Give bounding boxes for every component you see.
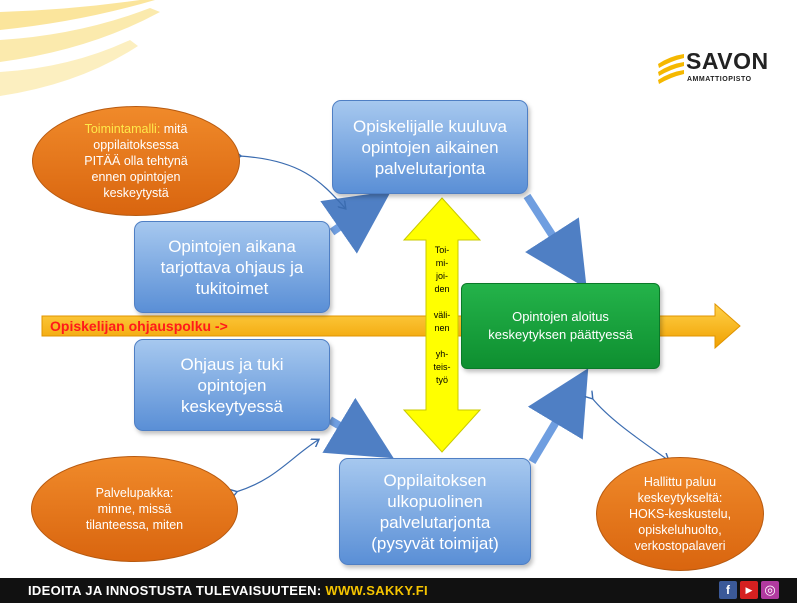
arrow-bottom-to-green	[527, 368, 589, 465]
youtube-icon[interactable]: ▶	[740, 581, 758, 599]
box-external-services: Oppilaitoksen ulkopuolinen palvelutarjon…	[339, 458, 531, 565]
box-study-time-services: Opiskelijalle kuuluva opintojen aikainen…	[332, 100, 528, 194]
cooperation-double-arrow	[402, 197, 482, 453]
oval-operating-model-text: Toimintamalli: mitä oppilaitoksessa PITÄ…	[84, 121, 188, 201]
guidance-path-label: Opiskelijan ohjauspolku ->	[50, 318, 228, 334]
oval-operating-model-label: Toimintamalli:	[84, 122, 161, 136]
box-guidance-during-interruption: Ohjaus ja tuki opintojen keskeytyessä	[134, 339, 330, 431]
arrow-left-lower-to-bottom	[322, 397, 394, 459]
box-guidance-during-studies: Opintojen aikana tarjottava ohjaus ja tu…	[134, 221, 330, 313]
arrow-top-to-green	[523, 193, 587, 289]
instagram-icon[interactable]: ◎	[761, 581, 779, 599]
footer-slogan: IDEOITA JA INNOSTUSTA TULEVAISUUTEEN:	[28, 583, 326, 598]
guidance-path-arrow	[41, 302, 741, 350]
box-study-restart: Opintojen aloitus keskeytyksen päättyess…	[461, 283, 660, 369]
oval-managed-return: Hallittu paluu keskeytykseltä: HOKS-kesk…	[596, 457, 764, 571]
footer-bar: IDEOITA JA INNOSTUSTA TULEVAISUUTEEN: WW…	[0, 578, 797, 603]
facebook-icon[interactable]: f	[719, 581, 737, 599]
footer-url-link[interactable]: WWW.SAKKY.FI	[325, 583, 428, 598]
arrow-left-upper-to-top	[320, 190, 392, 254]
footer-text: IDEOITA JA INNOSTUSTA TULEVAISUUTEEN: WW…	[28, 583, 428, 598]
logo-subtitle: AMMATTIOPISTO	[687, 76, 752, 83]
connector-oval-bottom-left	[236, 440, 318, 492]
logo-mark-icon	[658, 54, 684, 84]
oval-operating-model-body: mitä oppilaitoksessa PITÄÄ olla tehtynä …	[84, 122, 188, 200]
oval-service-package: Palvelupakka: minne, missä tilanteessa, …	[31, 456, 238, 562]
savon-logo: SAVON AMMATTIOPISTO	[656, 48, 776, 94]
cooperation-label: Toi- mi- joi- den väli- nen yh- teis- ty…	[433, 245, 451, 385]
connector-oval-top-left	[240, 156, 345, 208]
oval-operating-model: Toimintamalli: mitä oppilaitoksessa PITÄ…	[32, 106, 240, 216]
decorative-rays	[0, 0, 160, 96]
connector-oval-bottom-right	[592, 398, 668, 460]
logo-title: SAVON	[686, 48, 769, 74]
